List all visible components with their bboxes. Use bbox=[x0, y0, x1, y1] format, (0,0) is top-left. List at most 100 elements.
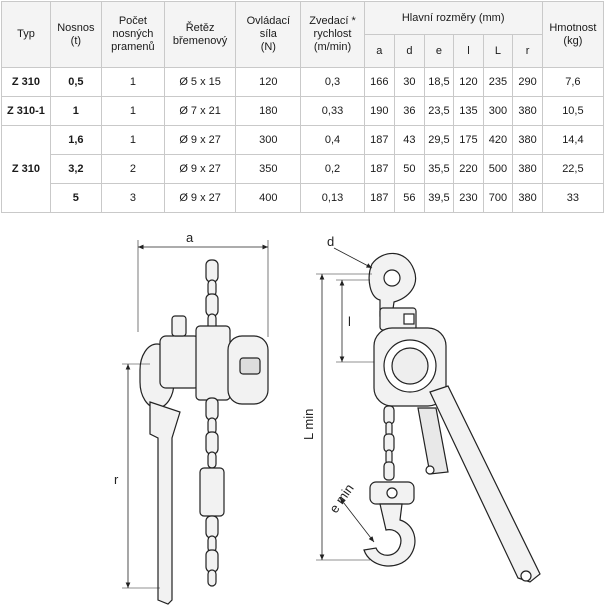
cell-nosnost: 3,2 bbox=[49, 154, 102, 184]
cell-r: 380 bbox=[512, 183, 543, 213]
cell-retez: Ø 7 x 21 bbox=[163, 96, 237, 126]
cell-rychlost: 0,2 bbox=[300, 154, 365, 184]
cell-l: 175 bbox=[453, 125, 484, 155]
label-emin: e min bbox=[326, 481, 357, 516]
cell-L: 500 bbox=[482, 154, 514, 184]
table-row: Z 310-1 1 1 Ø 7 x 21 180 0,33 190 36 23,… bbox=[1, 96, 605, 126]
header-a: a bbox=[363, 34, 396, 68]
cell-typ: Z 310 bbox=[1, 125, 51, 213]
header-r: r bbox=[512, 34, 543, 68]
gear-body bbox=[195, 325, 231, 401]
cell-d: 30 bbox=[394, 67, 425, 97]
bottom-block bbox=[199, 467, 225, 517]
header-hmotnost: Hmotnost(kg) bbox=[541, 1, 605, 68]
cell-l: 120 bbox=[453, 67, 484, 97]
dim-emin-line bbox=[339, 497, 375, 543]
cell-rychlost: 0,3 bbox=[300, 67, 365, 97]
label-a: a bbox=[186, 230, 194, 245]
cell-hmotnost: 14,4 bbox=[541, 125, 605, 155]
front-view bbox=[122, 240, 269, 605]
side-chain bbox=[383, 405, 395, 481]
cell-retez: Ø 9 x 27 bbox=[163, 183, 237, 213]
table-row: 5 3 Ø 9 x 27 400 0,13 187 56 39,5 230 70… bbox=[2, 183, 605, 213]
cell-nosnost: 1 bbox=[49, 96, 102, 126]
cell-pocet: 3 bbox=[100, 183, 165, 213]
cell-retez: Ø 9 x 27 bbox=[163, 125, 237, 155]
cell-retez: Ø 5 x 15 bbox=[163, 67, 237, 97]
cell-sila: 350 bbox=[235, 154, 302, 184]
label-d: d bbox=[327, 234, 334, 249]
cell-e: 18,5 bbox=[423, 67, 455, 97]
cell-a: 187 bbox=[363, 125, 396, 155]
header-e: e bbox=[423, 34, 455, 68]
upper-chain bbox=[205, 259, 219, 331]
label-r: r bbox=[114, 472, 119, 487]
table-row: Z 310 1,6 1 Ø 9 x 27 300 0,4 187 43 29,5… bbox=[1, 125, 605, 213]
table-row: 3,2 2 Ø 9 x 27 350 0,2 187 50 35,5 220 5… bbox=[2, 154, 605, 184]
cell-a: 166 bbox=[363, 67, 396, 97]
top-hanger bbox=[171, 315, 187, 337]
cell-L: 235 bbox=[482, 67, 514, 97]
cell-sila: 400 bbox=[235, 183, 302, 213]
dim-d-line bbox=[333, 247, 373, 269]
cell-l: 230 bbox=[453, 183, 484, 213]
cell-sila: 120 bbox=[235, 67, 302, 97]
cell-d: 56 bbox=[394, 183, 425, 213]
cell-r: 380 bbox=[512, 125, 543, 155]
cell-l: 135 bbox=[453, 96, 484, 126]
cell-rychlost: 0,4 bbox=[300, 125, 365, 155]
header-typ: Typ bbox=[1, 1, 51, 68]
cell-L: 300 bbox=[482, 96, 514, 126]
side-view bbox=[316, 247, 541, 583]
cell-rychlost: 0,13 bbox=[300, 183, 365, 213]
cell-typ: Z 310 bbox=[1, 67, 51, 97]
cell-L: 420 bbox=[482, 125, 514, 155]
cell-nosnost: 1,6 bbox=[49, 125, 102, 155]
header-L: L bbox=[482, 34, 514, 68]
bottom-hook bbox=[363, 503, 416, 567]
cell-e: 23,5 bbox=[423, 96, 455, 126]
cell-e: 35,5 bbox=[423, 154, 455, 184]
table-row: Z 310 0,5 1 Ø 5 x 15 120 0,3 166 30 18,5… bbox=[1, 67, 605, 97]
cell-e: 39,5 bbox=[423, 183, 455, 213]
header-nosnost: Nosnos(t) bbox=[49, 1, 102, 68]
cell-a: 187 bbox=[363, 154, 396, 184]
cell-hmotnost: 7,6 bbox=[541, 67, 605, 97]
cell-pocet: 1 bbox=[100, 125, 165, 155]
cell-d: 50 bbox=[394, 154, 425, 184]
cell-hmotnost: 10,5 bbox=[541, 96, 605, 126]
cell-pocet: 1 bbox=[100, 67, 165, 97]
cell-pocet: 1 bbox=[100, 96, 165, 126]
cell-hmotnost: 33 bbox=[541, 183, 605, 213]
label-lmin: L min bbox=[301, 409, 316, 440]
cell-d: 43 bbox=[394, 125, 425, 155]
lower-chain bbox=[199, 397, 225, 587]
cell-pocet: 2 bbox=[100, 154, 165, 184]
cell-nosnost: 0,5 bbox=[49, 67, 102, 97]
cell-a: 187 bbox=[363, 183, 396, 213]
cell-L: 700 bbox=[482, 183, 514, 213]
header-l: l bbox=[453, 34, 484, 68]
label-l: l bbox=[348, 314, 351, 329]
cell-retez: Ø 9 x 27 bbox=[163, 154, 237, 184]
header-d: d bbox=[394, 34, 425, 68]
cell-sila: 300 bbox=[235, 125, 302, 155]
cell-r: 380 bbox=[512, 96, 543, 126]
header-rychlost: Zvedací *rychlost(m/min) bbox=[300, 1, 365, 68]
cell-nosnost: 5 bbox=[49, 183, 102, 213]
cell-rychlost: 0,33 bbox=[300, 96, 365, 126]
lever-handle bbox=[149, 401, 181, 605]
cell-r: 380 bbox=[512, 154, 543, 184]
hoist-technical-drawing: a r bbox=[114, 230, 541, 605]
cell-hmotnost: 22,5 bbox=[541, 154, 605, 184]
cell-a: 190 bbox=[363, 96, 396, 126]
cell-r: 290 bbox=[512, 67, 543, 97]
cell-e: 29,5 bbox=[423, 125, 455, 155]
header-hlavni-rozmery: Hlavní rozměry (mm) bbox=[363, 1, 543, 35]
cell-sila: 180 bbox=[235, 96, 302, 126]
side-lever bbox=[429, 385, 541, 583]
